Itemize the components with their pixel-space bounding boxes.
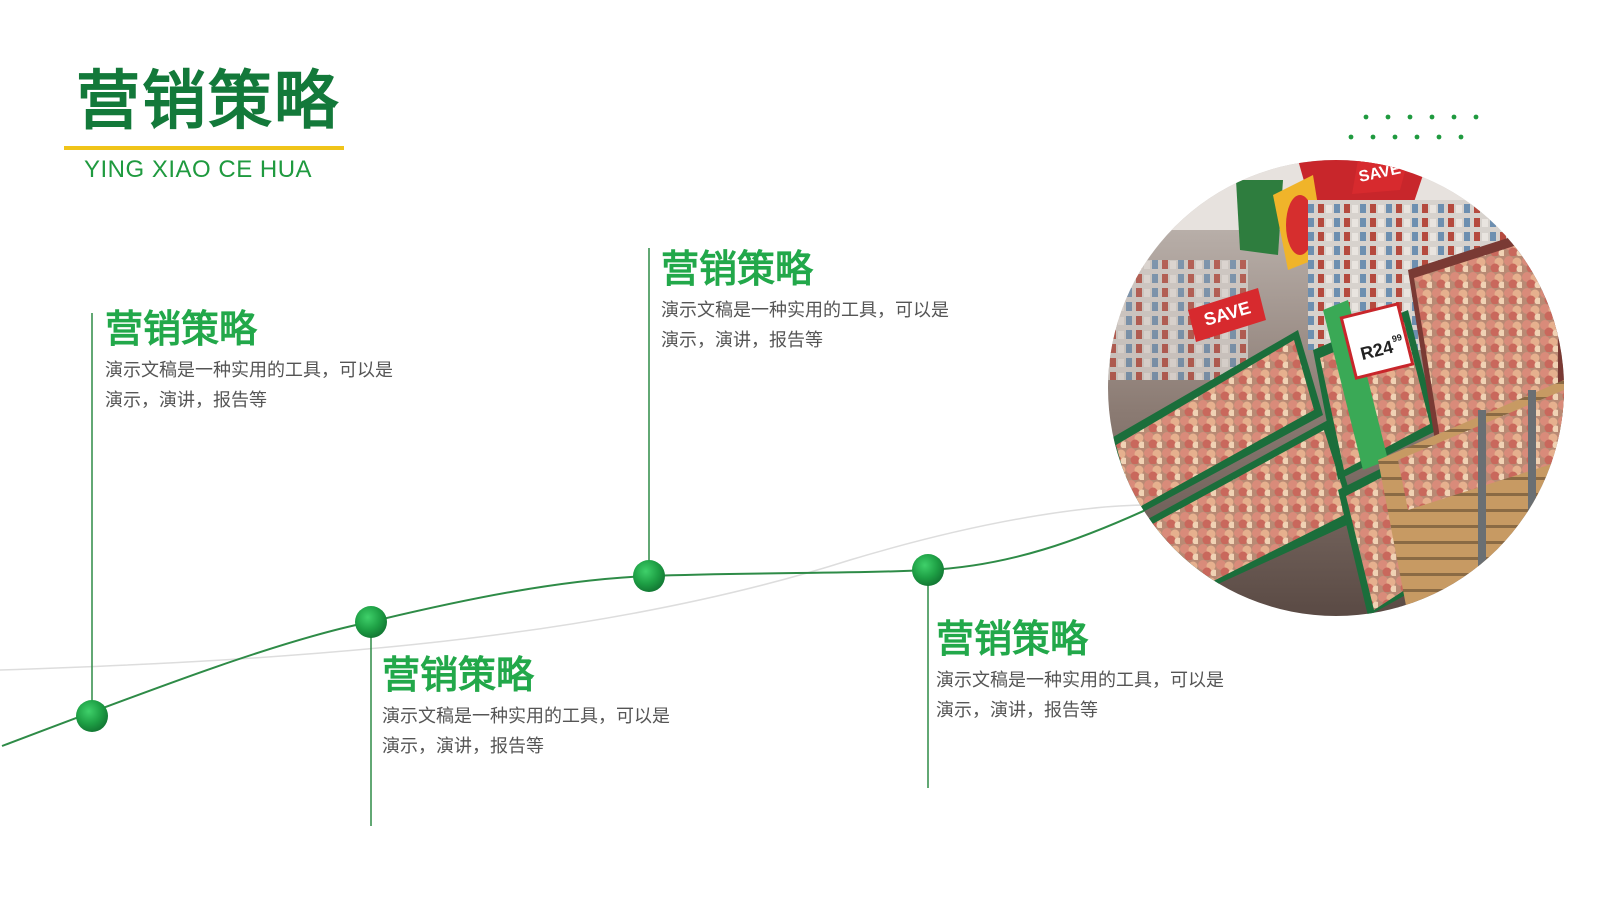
timeline-marker-3 [633, 560, 665, 592]
milestone-title: 营销策略 [661, 247, 814, 291]
milestone-title: 营销策略 [382, 653, 535, 697]
title-underline [64, 146, 344, 150]
decorative-dot-grid [1348, 114, 1479, 140]
timeline-curve [1, 507, 1151, 747]
timeline-marker-4 [912, 554, 944, 586]
background-curve [0, 504, 1151, 671]
price-cents: 99 [1391, 332, 1403, 344]
milestone-description: 演示文稿是一种实用的工具，可以是演示，演讲，报告等 [936, 670, 1224, 721]
milestone-title: 营销策略 [936, 617, 1089, 661]
milestone-1: 营销策略 演示文稿是一种实用的工具，可以是演示，演讲，报告等 [105, 306, 425, 416]
supermarket-photo: SAVE SAVE R24 99 [1108, 160, 1564, 616]
milestone-4: 营销策略 演示文稿是一种实用的工具，可以是演示，演讲，报告等 [936, 616, 1256, 726]
timeline-marker-1 [76, 700, 108, 732]
milestone-description: 演示文稿是一种实用的工具，可以是演示，演讲，报告等 [105, 360, 393, 411]
milestone-description: 演示文稿是一种实用的工具，可以是演示，演讲，报告等 [382, 706, 670, 757]
timeline-marker-2 [355, 606, 387, 638]
page-subtitle: YING XIAO CE HUA [84, 156, 313, 183]
milestone-3: 营销策略 演示文稿是一种实用的工具，可以是演示，演讲，报告等 [661, 246, 981, 356]
milestone-description: 演示文稿是一种实用的工具，可以是演示，演讲，报告等 [661, 300, 949, 351]
milestone-2: 营销策略 演示文稿是一种实用的工具，可以是演示，演讲，报告等 [382, 652, 702, 762]
milestone-title: 营销策略 [105, 307, 258, 351]
page-title: 营销策略 [76, 65, 340, 139]
